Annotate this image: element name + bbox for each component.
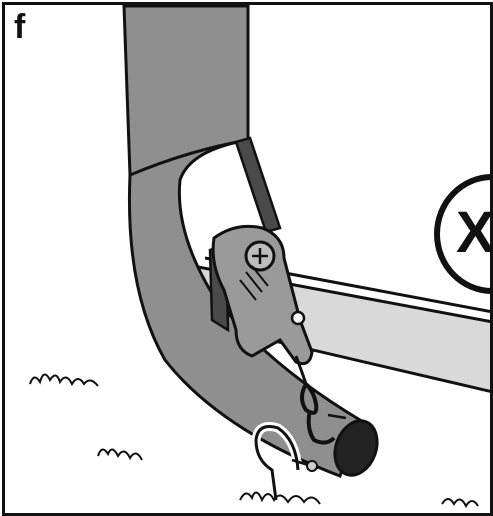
step-label: f: [14, 10, 25, 44]
quantity-label: X4: [456, 202, 493, 264]
